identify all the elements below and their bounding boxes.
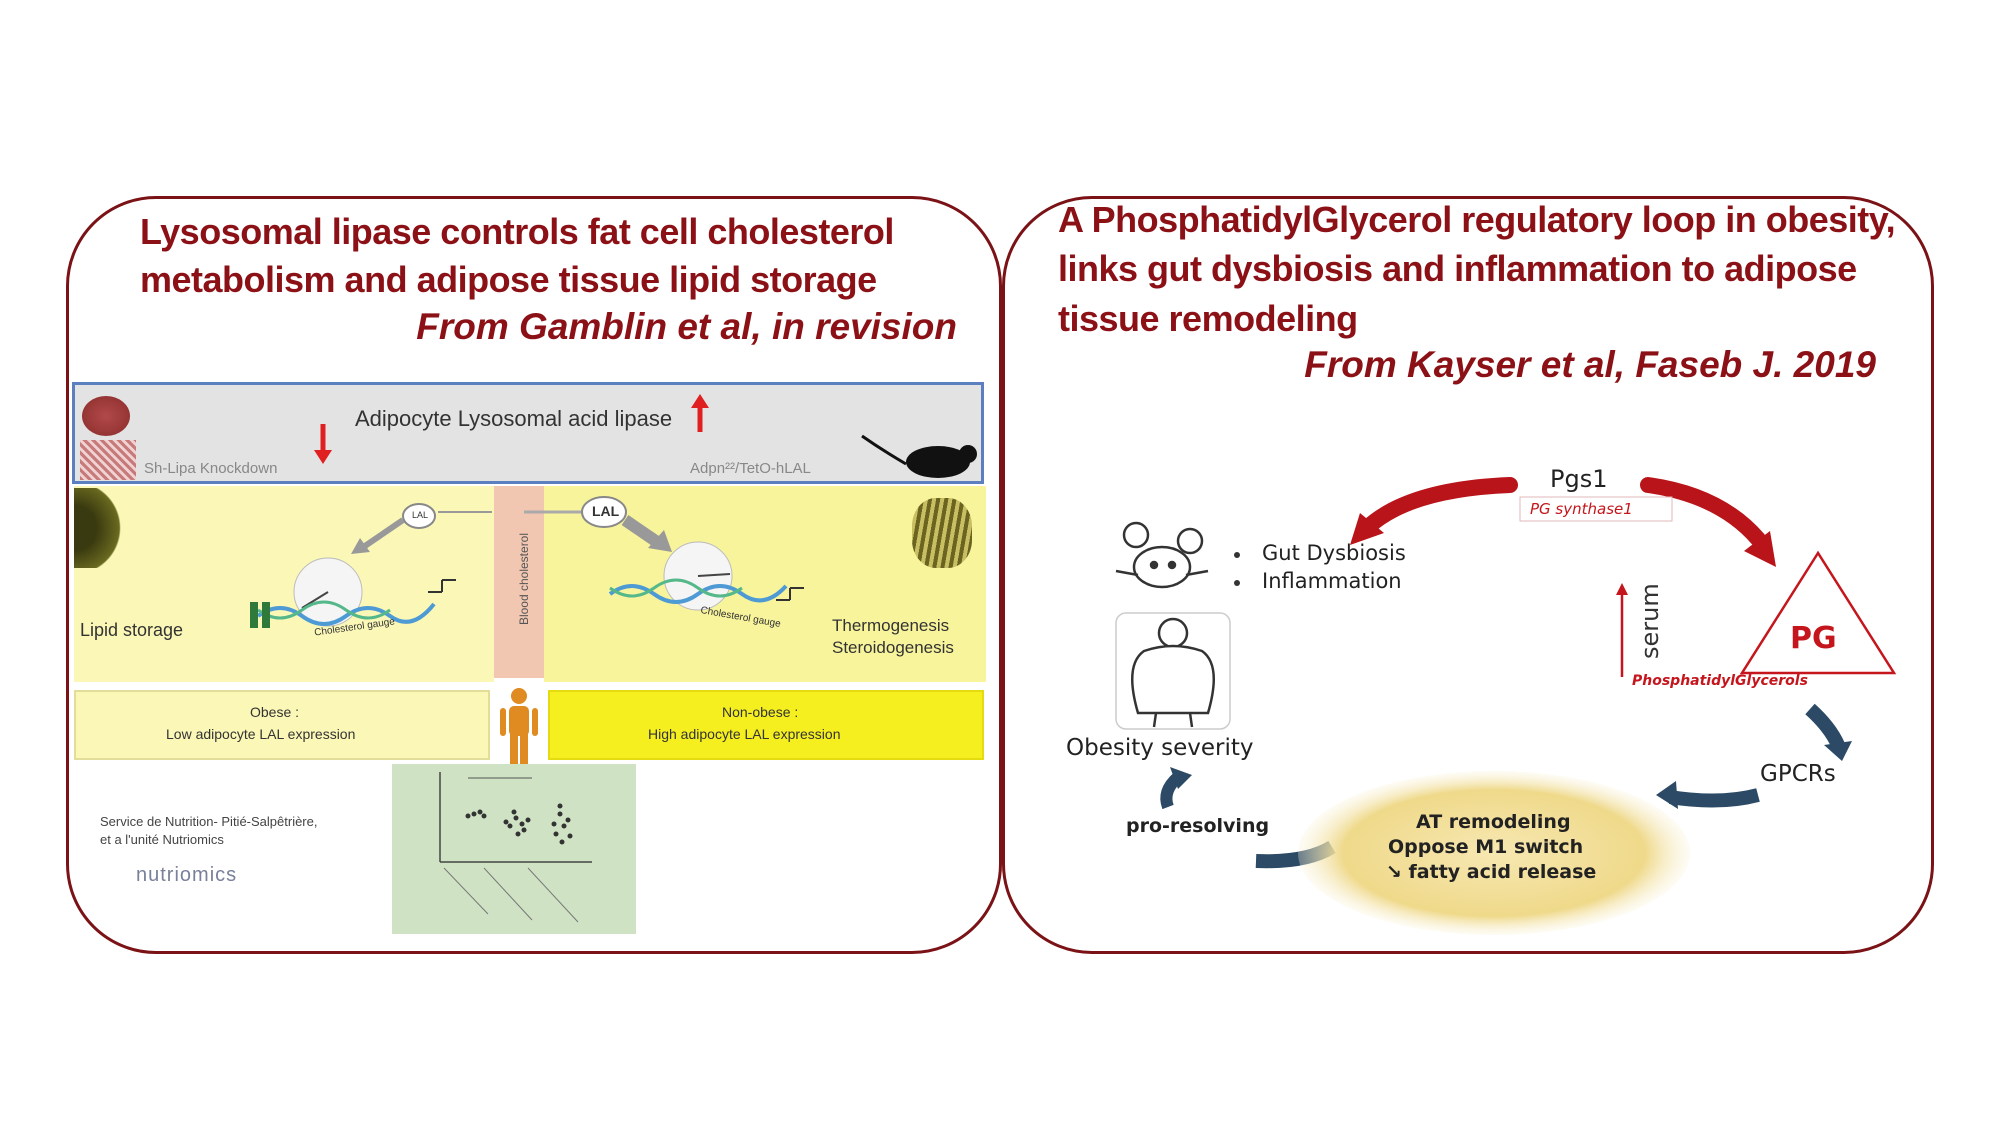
scatter-plot-panel bbox=[392, 764, 636, 934]
blood-cholesterol-band bbox=[494, 486, 544, 678]
at-remodeling-line2: Oppose M1 switch bbox=[1388, 836, 1584, 858]
pro-resolving-label: pro-resolving bbox=[1126, 815, 1270, 837]
credit-line2: et a l'unité Nutriomics bbox=[100, 832, 224, 847]
obese-box bbox=[74, 690, 490, 760]
navy-arrow-to-gpcrs bbox=[1805, 703, 1852, 761]
pathway-graphics bbox=[250, 496, 804, 628]
serum-label: serum bbox=[1636, 583, 1664, 659]
up-arrow-icon bbox=[691, 394, 709, 432]
at-remodeling-line3: ↘ fatty acid release bbox=[1386, 861, 1597, 883]
adipose-tissue-image bbox=[1298, 771, 1690, 935]
credit-line1: Service de Nutrition- Pitié-Salpêtrière, bbox=[100, 814, 318, 829]
phosphatidylglycerols-label: PhosphatidylGlycerols bbox=[1632, 673, 1808, 689]
pg-loop-diagram: Pgs1 PG synthase1 PG PhosphatidylGlycero… bbox=[1020, 455, 1920, 935]
left-title-line1: Lysosomal lipase controls fat cell chole… bbox=[140, 211, 894, 252]
left-title-line2: metabolism and adipose tissue lipid stor… bbox=[140, 259, 877, 300]
mouse-icon bbox=[861, 434, 977, 478]
nonobese-line2: High adipocyte LAL expression bbox=[648, 726, 841, 742]
red-loop-arrow-right bbox=[1640, 477, 1776, 567]
pg-loop-graphics bbox=[1115, 477, 1897, 935]
gut-dysbiosis-label: Gut Dysbiosis bbox=[1262, 541, 1406, 565]
navy-arrow-to-obesity bbox=[1160, 767, 1192, 810]
obese-person-icon bbox=[1131, 617, 1215, 728]
obesity-severity-label: Obesity severity bbox=[1066, 735, 1254, 761]
lal-small-label: LAL bbox=[412, 510, 429, 520]
right-title-line2: links gut dysbiosis and inflammation to … bbox=[1058, 248, 1857, 289]
right-panel bbox=[1002, 196, 1934, 954]
right-title-line1: A PhosphatidylGlycerol regulatory loop i… bbox=[1058, 199, 1896, 240]
obese-line1: Obese : bbox=[250, 704, 300, 720]
lal-figure: Adipocyte Lysosomal acid lipase Sh-Lipa … bbox=[70, 380, 986, 940]
figure-header-label: Adipocyte Lysosomal acid lipase bbox=[355, 406, 673, 431]
nonobese-box bbox=[548, 690, 984, 760]
person-icon bbox=[500, 688, 538, 764]
scatter-plot bbox=[439, 772, 592, 923]
left-citation: From Gamblin et al, in revision bbox=[416, 306, 957, 347]
mitochondria-image bbox=[912, 498, 972, 568]
pg-triangle bbox=[1739, 550, 1897, 675]
pg-synthase-label: PG synthase1 bbox=[1530, 500, 1633, 518]
lal-large-label: LAL bbox=[592, 503, 620, 519]
fat-tissue-image bbox=[74, 488, 138, 568]
navy-arrow-to-at bbox=[1656, 781, 1760, 809]
at-remodeling-line1: AT remodeling bbox=[1416, 811, 1571, 833]
gpcrs-label: GPCRs bbox=[1760, 761, 1836, 787]
lipid-storage-label: Lipid storage bbox=[80, 620, 184, 640]
figure-graphics bbox=[314, 394, 977, 478]
right-citation: From Kayser et al, Faseb J. 2019 bbox=[1304, 344, 1876, 385]
figure-header-band bbox=[72, 382, 984, 484]
nutriomics-logo: nutriomics bbox=[136, 864, 238, 886]
down-arrow-icon bbox=[314, 424, 332, 464]
left-panel bbox=[66, 196, 1002, 954]
pg-label: PG bbox=[1790, 621, 1837, 656]
inflammation-label: Inflammation bbox=[1262, 569, 1402, 593]
tissue-section-image bbox=[80, 440, 136, 480]
right-title-line3: tissue remodeling bbox=[1058, 298, 1358, 339]
transgenic-label: Adpn²²/TetO-hLAL bbox=[690, 460, 811, 477]
serum-up-arrow-icon bbox=[1616, 583, 1628, 677]
obese-line2: Low adipocyte LAL expression bbox=[166, 726, 356, 742]
knockdown-label: Sh-Lipa Knockdown bbox=[144, 460, 278, 477]
thermogenesis-label: Thermogenesis bbox=[832, 616, 950, 635]
steroidogenesis-label: Steroidogenesis bbox=[832, 638, 954, 657]
nonobese-line1: Non-obese : bbox=[722, 704, 799, 720]
adipocyte-round-image bbox=[82, 396, 130, 436]
red-loop-arrow-left bbox=[1350, 477, 1518, 545]
mouse-icon bbox=[1115, 521, 1209, 589]
pg-synthase-box bbox=[1519, 496, 1673, 522]
pgs1-label: Pgs1 bbox=[1550, 465, 1608, 493]
